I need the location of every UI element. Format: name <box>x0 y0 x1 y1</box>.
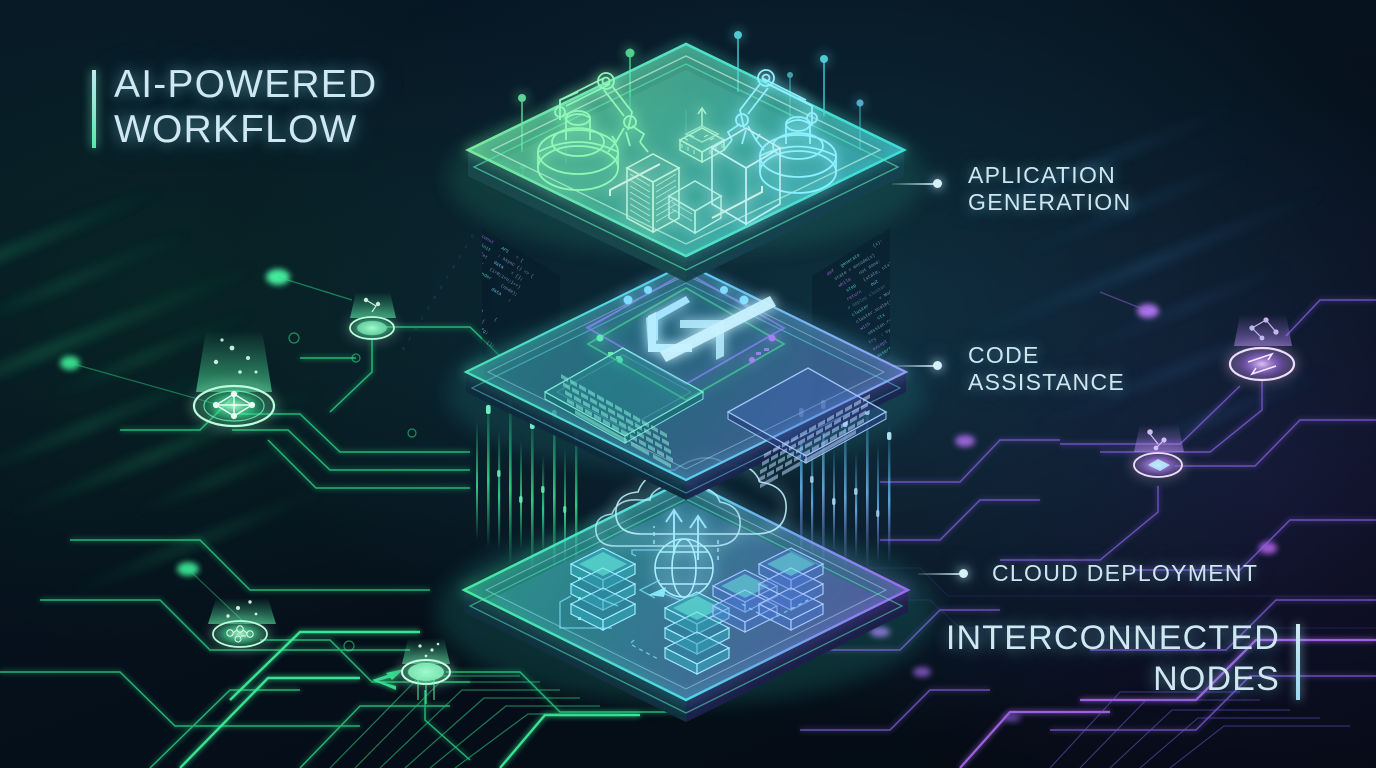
title-accent-bar <box>92 70 96 148</box>
leader-dot <box>933 361 942 370</box>
callout-line-2: ASSISTANCE <box>968 369 1125 395</box>
sync-glyph <box>1247 352 1277 376</box>
cube-small <box>667 180 723 235</box>
particles-glyph <box>226 625 254 643</box>
upload-arrow <box>653 508 719 560</box>
title-line-1: AI-POWERED <box>114 63 378 106</box>
deck-connectors <box>559 549 809 661</box>
svg-text:1: 1 <box>419 315 425 322</box>
footer-line-1: INTERCONNECTED <box>945 619 1280 657</box>
svg-text:1: 1 <box>457 254 463 261</box>
chip-glyph <box>1148 459 1170 471</box>
svg-text:out: out <box>870 278 880 288</box>
keyboard-left <box>543 347 705 469</box>
sync-node-violet[interactable] <box>1222 314 1302 385</box>
leader-dot <box>959 569 968 578</box>
chip-module <box>678 106 726 164</box>
svg-text:data: data <box>492 260 505 271</box>
svg-text:let: let <box>479 251 489 261</box>
svg-text:0: 0 <box>438 284 444 291</box>
callout-line-1: CODE <box>968 342 1040 368</box>
robot-arm-right <box>723 69 837 194</box>
leader-line <box>892 365 938 367</box>
page-title: AI-POWERED WORKFLOW <box>92 62 377 152</box>
callout-line-1: CLOUD DEPLOYMENT <box>992 560 1259 586</box>
footer-line-2: NODES <box>1153 660 1280 698</box>
server-tower <box>625 153 681 234</box>
globe-icon <box>654 538 714 598</box>
server-stack-2 <box>663 591 731 675</box>
deck-arrow-icon <box>648 587 666 597</box>
svg-text:API: API <box>500 246 510 256</box>
svg-text:();: (); <box>485 340 495 349</box>
network-glyph <box>212 390 256 420</box>
server-stack-1 <box>569 547 637 631</box>
hub-node-green[interactable] <box>392 638 460 704</box>
svg-text:0: 0 <box>451 264 457 271</box>
code-bracket-symbol <box>646 296 776 362</box>
svg-text:init: init <box>479 242 492 253</box>
svg-text:ctx: ctx <box>876 312 886 322</box>
svg-text:= {: = { <box>514 254 524 264</box>
svg-text:for: for <box>474 258 484 268</box>
svg-text:1: 1 <box>407 336 413 343</box>
svg-text:step: step <box>845 283 858 294</box>
leader-dot <box>933 179 942 188</box>
svg-text:0: 0 <box>432 295 438 302</box>
svg-text:render: render <box>475 268 492 282</box>
svg-text:{: { <box>493 316 499 323</box>
svg-text:1: 1 <box>463 244 469 251</box>
svg-text:;: ; <box>507 298 512 304</box>
server-stack-3 <box>711 569 779 633</box>
keyboard-right <box>726 367 888 489</box>
svg-text:0: 0 <box>400 346 406 353</box>
network-node-green[interactable] <box>188 330 280 430</box>
footer-title: INTERCONNECTED NODES <box>946 618 1300 700</box>
network-node-green-2[interactable] <box>344 292 400 343</box>
svg-text:try: try <box>867 336 877 346</box>
data-node-violet[interactable] <box>1126 424 1190 481</box>
callout-line-1: APLICATION <box>968 162 1117 188</box>
leader-line <box>892 183 938 185</box>
data-node-green[interactable] <box>206 598 276 651</box>
footer-accent-bar <box>1296 624 1300 700</box>
frame-nodes <box>596 286 776 363</box>
svg-text:(x):: (x): <box>872 238 885 249</box>
svg-text:data: data <box>490 286 503 297</box>
svg-text:def: def <box>826 268 836 278</box>
svg-text:1: 1 <box>425 305 431 312</box>
callout-line-2: GENERATION <box>968 189 1132 215</box>
title-line-2: WORKFLOW <box>114 108 358 151</box>
robot-arm-left <box>537 72 649 191</box>
server-stack-4 <box>757 547 825 631</box>
leader-line <box>918 573 964 575</box>
svg-text:with: with <box>859 321 872 332</box>
svg-text:0: 0 <box>469 233 475 240</box>
svg-text:0: 0 <box>413 325 419 332</box>
cube-tall <box>710 127 782 226</box>
svg-text:1: 1 <box>444 274 450 281</box>
